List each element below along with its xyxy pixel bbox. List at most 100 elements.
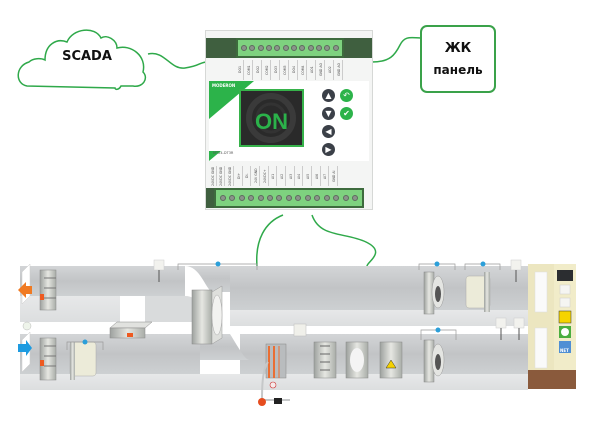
supply-damper [39,337,57,381]
back-button[interactable]: ↶ [340,89,353,102]
terminal-label: 24VDC GND [227,166,235,186]
heat-recuperator [191,285,223,345]
pressure-sensor-icon [435,327,441,333]
terminal-label: DO4 [291,60,298,80]
radiator-icon [534,327,548,369]
down-button[interactable]: ▼ [322,107,335,120]
terminal-screw [342,195,349,201]
pressure-sensor-icon [434,261,440,267]
terminal-label: 24V GND [253,166,261,186]
outdoor-temperature-sensor-icon [22,321,32,331]
terminal-label: COM2 [264,60,271,80]
scada-cloud [17,29,147,91]
terminal-label: AO1 [309,60,316,80]
terminal-label: AI3 [287,166,295,186]
terminal-label: GND AI [331,166,339,186]
fire-alarm-icon [558,310,572,324]
terminal-screw [266,45,273,51]
terminal-label: AI2 [279,166,287,186]
warning-icon [385,359,397,369]
exhaust-duct [20,266,528,326]
terminal-screw [249,45,256,51]
terminal-screw [274,45,281,51]
ventilation-unit [18,259,576,406]
terminal-screw [332,45,339,51]
terminal-housing-top-right [344,38,372,58]
bus-cable-right [311,214,377,267]
electric-heater-section [379,341,403,379]
cooler-section [313,341,337,379]
thermostat-display-icon [557,270,573,281]
humidifier-section [345,341,369,379]
terminal-screw [295,195,302,201]
supply-inlet [18,331,32,373]
terminal-label: 24VDC GND [218,166,226,186]
screen-swirl [246,93,296,143]
network-icon [559,341,571,353]
terminal-screw [299,45,306,51]
controller-face: MODERON ON MT24-DT3R ▲ ↶ ▼ ✔ ◀ ▶ [209,81,369,161]
terminal-label: DO2 [255,60,262,80]
terminal-label: COM1 [246,60,253,80]
terminal-screw [291,45,298,51]
terminal-screw [307,45,314,51]
frost-thermostat-icon [293,323,307,337]
terminal-screw [285,195,292,201]
exhaust-filter [465,272,491,312]
terminal-screw [219,195,226,201]
top-terminal-block [236,38,344,58]
controller-screen: ON [239,89,304,147]
lcd-panel-label-line1: ЖК [444,41,472,56]
terminal-label: DO1 [237,60,244,80]
terminal-label: 24VDC GND [209,166,217,186]
model-label: MT24-DT3R [213,151,234,155]
screen-on-text: ON [255,109,288,134]
terminal-label: AI1 [270,166,278,186]
terminal-screw [241,45,248,51]
up-button[interactable]: ▲ [322,89,335,102]
terminal-screw [266,195,273,201]
recirculation-damper [109,321,153,339]
terminal-label: GND AO [336,60,343,80]
duct-temperature-sensors [22,259,525,340]
ok-button[interactable]: ✔ [340,107,353,120]
terminal-label: GND AO [318,60,325,80]
right-button[interactable]: ▶ [322,143,335,156]
terminal-label: AI4 [296,166,304,186]
terminal-label: DI- [244,166,252,186]
exhaust-arrow-icon [18,282,32,298]
exhaust-outlet [18,263,32,305]
scada-label: SCADA [62,49,112,64]
room [528,264,576,389]
terminal-label: DI+ [235,166,243,186]
terminal-label: AI5 [305,166,313,186]
net-label: NET [560,348,569,353]
bus-cable-left [256,214,284,267]
left-button[interactable]: ◀ [322,125,335,138]
terminal-screw [248,195,255,201]
terminal-label: COM3 [282,60,289,80]
exhaust-damper [39,269,57,311]
exhaust-fan [423,271,445,315]
terminal-housing-bottom-left [206,188,214,208]
terminal-housing-top-left [206,38,236,58]
lcd-panel-box: ЖК панель [420,25,496,93]
terminal-screw [276,195,283,201]
supply-fan [423,339,445,383]
valve-actuator-icon [274,398,282,404]
damper-actuator-icon [40,360,44,366]
terminal-screw [238,195,245,201]
room-temperature-sensor-icon [559,284,571,295]
terminal-screw [314,195,321,201]
terminal-screw [282,45,289,51]
terminal-screw [229,195,236,201]
pressure-sensor-icon [82,339,88,345]
terminal-label: AO2 [327,60,334,80]
pressure-sensor-icon [480,261,486,267]
terminal-label: AI6 [313,166,321,186]
terminal-screw [257,195,264,201]
